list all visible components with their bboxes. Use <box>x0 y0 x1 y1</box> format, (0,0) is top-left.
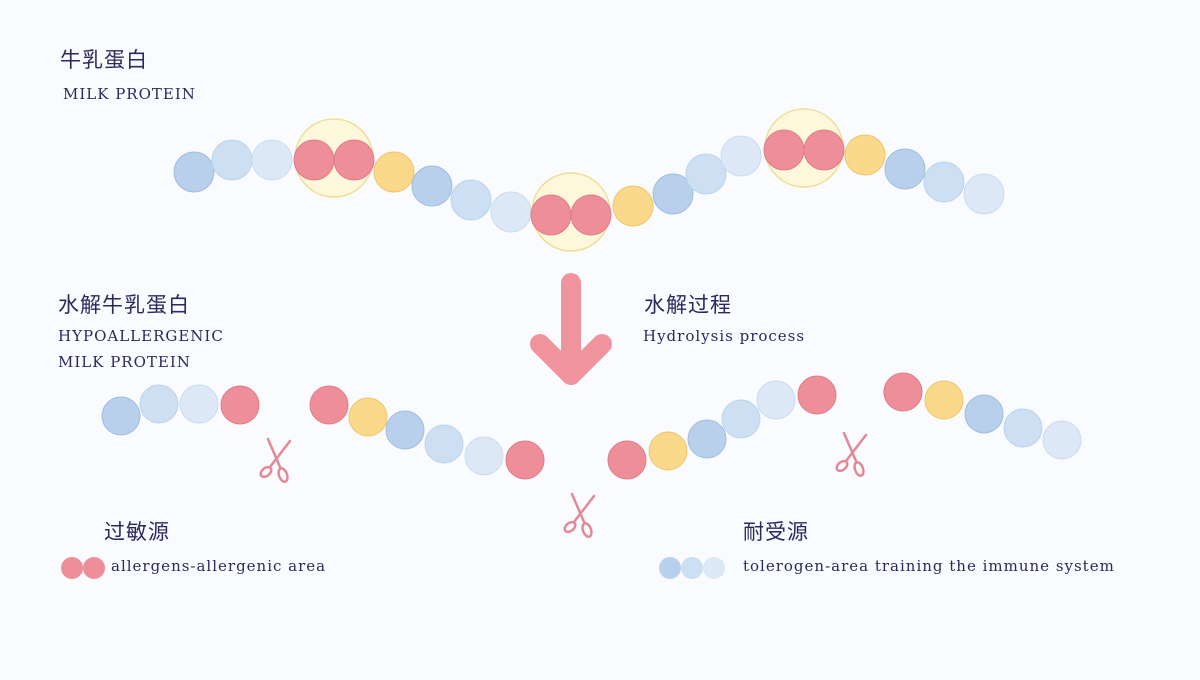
milk-protein-title-zh: 牛乳蛋白 <box>60 48 148 72</box>
fragment-4 <box>883 372 1082 460</box>
milk-protein-title-en: MILK PROTEIN <box>63 85 196 103</box>
scissors-icon <box>259 437 292 483</box>
process-title-zh: 水解过程 <box>644 293 732 317</box>
hypoallergenic-title-en: HYPOALLERGENIC MILK PROTEIN <box>58 323 224 375</box>
fragment-3 <box>607 375 837 480</box>
tolerogen-legend-dots <box>659 557 725 579</box>
fragment-1 <box>101 384 260 436</box>
fragment-2 <box>309 385 545 480</box>
allergen-legend-dots <box>61 557 105 579</box>
allergen-title-zh: 过敏源 <box>104 520 170 544</box>
scissors-icon <box>835 431 868 477</box>
hypoallergenic-line2: MILK PROTEIN <box>58 353 191 371</box>
allergen-desc: allergens-allergenic area <box>111 557 327 575</box>
tolerogen-desc: tolerogen-area training the immune syste… <box>743 557 1115 575</box>
tolerogen-title-zh: 耐受源 <box>743 520 809 544</box>
hypoallergenic-title-zh: 水解牛乳蛋白 <box>58 293 190 317</box>
process-title-en: Hydrolysis process <box>643 327 806 345</box>
scissors-icon <box>563 492 596 538</box>
milk-protein-chain <box>173 129 1005 236</box>
down-arrow-icon <box>530 273 612 385</box>
hypoallergenic-line1: HYPOALLERGENIC <box>58 327 224 345</box>
